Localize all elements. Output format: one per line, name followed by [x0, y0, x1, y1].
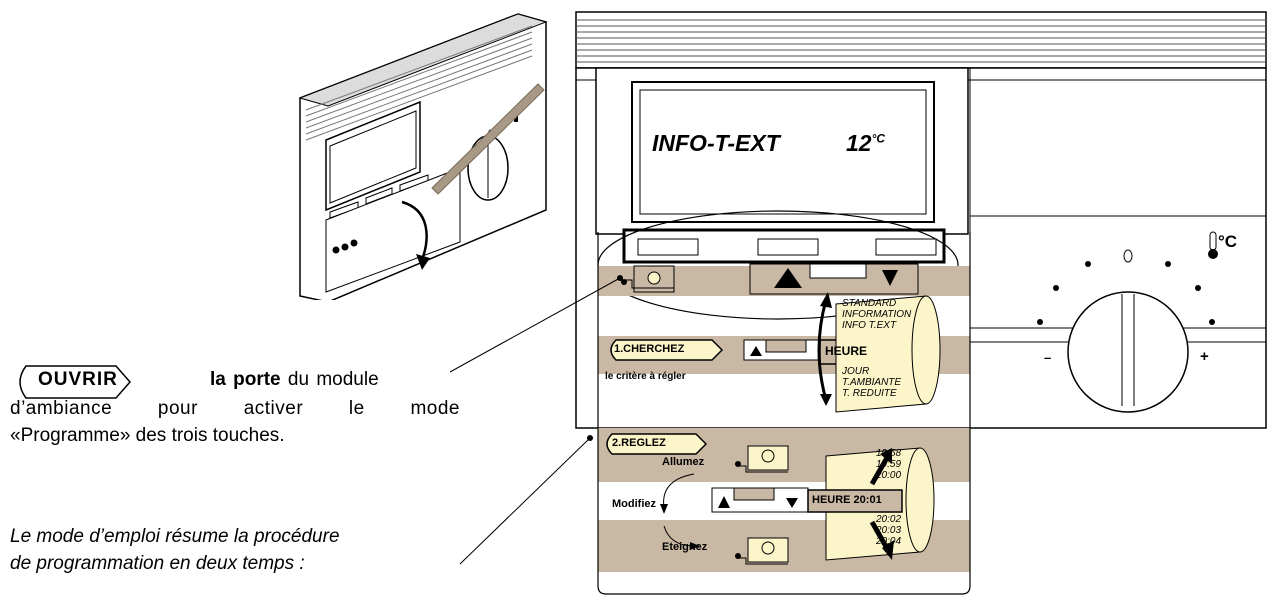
open-door-line3: «Programme» des trois touches. [10, 425, 285, 446]
open-door-rest: du module [280, 369, 379, 390]
step1-label: 1.CHERCHEZ [614, 343, 685, 355]
step2-action-off: Eteignez [662, 541, 708, 553]
open-door-line1: la porte du module [210, 369, 379, 391]
display-value: 12°C [846, 130, 885, 157]
drum1-item: T.AMBIANTE [842, 377, 902, 388]
note-line2: de programmation en deux temps : [10, 553, 305, 574]
step2-action-modify: Modifiez [612, 498, 656, 510]
step2-drum-below: 20:02 20:03 20:04 [876, 514, 901, 547]
note-line1: Le mode d’emploi résume la procédure [10, 526, 340, 547]
open-door-bold: la porte [210, 369, 281, 390]
step1-drum-above: STANDARD INFORMATION INFO T.EXT [842, 298, 911, 331]
step1-selected: HEURE [825, 344, 868, 358]
drum1-item: JOUR [842, 366, 870, 377]
display-label: INFO-T-EXT [652, 130, 780, 156]
thumbnail-device-illustration: 0 [298, 13, 548, 300]
step2-drum-above: 19:58 19:59 20:00 [876, 448, 901, 481]
step2-label: 2.REGLEZ [612, 437, 666, 449]
drum1-item: INFORMATION [842, 309, 912, 320]
step1-drum-below: JOUR T.AMBIANTE T. REDUITE [842, 366, 901, 399]
step1-sublabel: le critère à régler [605, 371, 686, 382]
drum2-item: 20:03 [876, 525, 902, 536]
display-value-number: 12 [846, 130, 872, 156]
step2-action-on: Allumez [662, 456, 705, 468]
display-unit: °C [871, 131, 886, 146]
drum2-item: 20:02 [876, 514, 902, 525]
drum1-item: T. REDUITE [842, 388, 897, 399]
device-illustration [575, 11, 1267, 595]
ouvrir-pill-shape [19, 365, 131, 399]
drum2-item: 19:58 [876, 448, 902, 459]
dial-plus-label: + [1200, 348, 1209, 365]
drum2-item: 20:04 [876, 536, 902, 547]
drum2-item: 19:59 [876, 459, 902, 470]
open-door-line2: d’ambiance pour activer le mode [10, 398, 460, 419]
drum2-item: 20:00 [876, 470, 902, 481]
drum1-item: INFO T.EXT [842, 320, 897, 331]
thermometer-unit: °C [1218, 232, 1238, 251]
ouvrir-label: OUVRIR [38, 369, 118, 390]
step2-selected: HEURE 20:01 [812, 494, 882, 506]
drum1-item: STANDARD [842, 298, 897, 309]
dial-minus-label: – [1044, 350, 1052, 365]
